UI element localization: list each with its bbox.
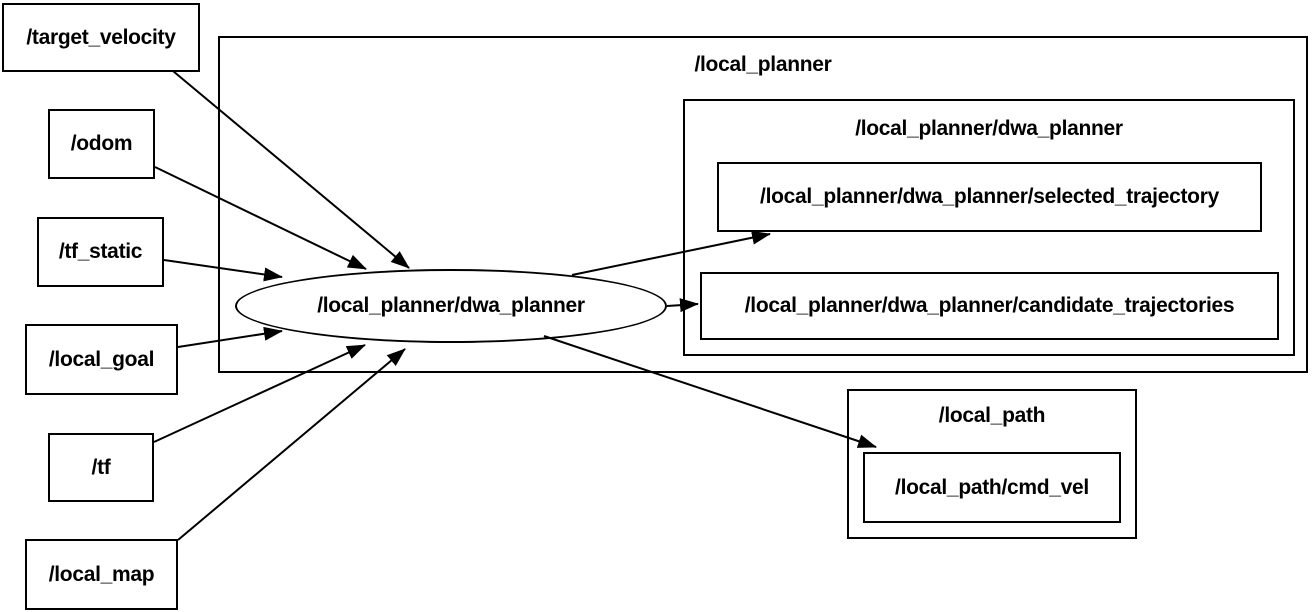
edge-local-goal-to-dwa xyxy=(177,326,283,348)
edge-dwa-to-candidate xyxy=(666,298,699,313)
node-odom: /odom xyxy=(48,109,155,179)
node-selected-trajectory: /local_planner/dwa_planner/selected_traj… xyxy=(717,162,1262,232)
group-local-planner: /local_planner xyxy=(218,36,1308,373)
node-local-goal: /local_goal xyxy=(25,324,178,395)
edge-tf-static-to-dwa xyxy=(163,259,283,282)
node-local-map: /local_map xyxy=(25,539,178,610)
edge-dwa-to-selected xyxy=(571,230,771,276)
node-dwa-planner-ellipse: /local_planner/dwa_planner xyxy=(235,269,667,343)
edge-dwa-to-cmd-vel xyxy=(543,335,877,448)
group-local-path: /local_path xyxy=(847,389,1137,539)
node-target-velocity: /target_velocity xyxy=(2,3,200,72)
edge-tf-to-dwa xyxy=(153,344,366,443)
node-tf: /tf xyxy=(48,433,154,502)
edge-target-velocity-to-dwa xyxy=(172,70,410,269)
node-tf-static: /tf_static xyxy=(37,217,164,287)
edge-odom-to-dwa xyxy=(154,166,367,270)
edge-local-map-to-dwa xyxy=(177,348,406,541)
node-candidate-trajectories: /local_planner/dwa_planner/candidate_tra… xyxy=(700,272,1279,340)
group-dwa-planner-title: /local_planner/dwa_planner xyxy=(855,117,1123,140)
node-cmd-vel: /local_path/cmd_vel xyxy=(863,452,1121,523)
group-local-planner-title: /local_planner xyxy=(694,53,832,76)
group-dwa-planner: /local_planner/dwa_planner xyxy=(683,99,1295,356)
group-local-path-title: /local_path xyxy=(938,404,1046,427)
